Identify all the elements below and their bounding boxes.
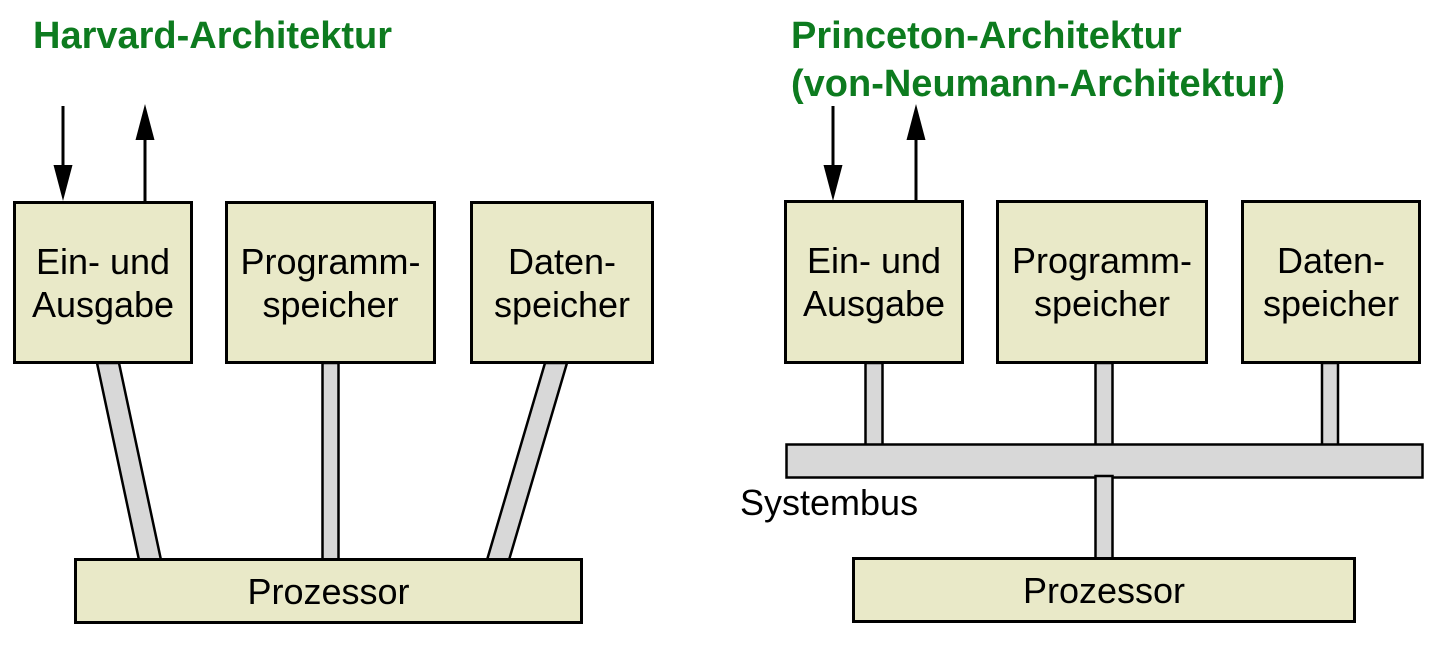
- harvard-box-data-label-line2: speicher: [493, 283, 631, 325]
- harvard-bus-data-processor: [485, 361, 569, 562]
- princeton-bus-systembus-processor: [1094, 474, 1114, 561]
- princeton-bus-program-systembus: [1094, 361, 1114, 448]
- harvard-box-io-label-line2: Ausgabe: [31, 283, 175, 325]
- princeton-box-data-label-line1: Daten-: [1276, 240, 1386, 281]
- princeton-bus-io-systembus: [864, 361, 884, 448]
- princeton-title: Princeton-Architektur (von-Neumann-Archi…: [791, 12, 1285, 108]
- princeton-box-io-label-line2: Ausgabe: [802, 283, 946, 324]
- harvard-processor-box: Prozessor: [74, 558, 583, 624]
- princeton-processor-box: Prozessor: [852, 557, 1356, 623]
- harvard-bus-io-processor: [95, 361, 163, 562]
- harvard-box-io: Ein- und Ausgabe: [13, 201, 193, 364]
- io-arrows: [53, 104, 926, 201]
- harvard-processor-label: Prozessor: [247, 570, 410, 612]
- princeton-bus-data-systembus: [1320, 361, 1340, 448]
- princeton-title-line2: (von-Neumann-Architektur): [791, 63, 1286, 105]
- harvard-box-data-label-line1: Daten-: [507, 240, 617, 282]
- princeton-title-line1: Princeton-Architektur: [791, 15, 1182, 57]
- harvard-output-arrow-head: [135, 104, 155, 140]
- harvard-box-data-memory: Daten- speicher: [470, 201, 654, 364]
- systembus-label: Systembus: [740, 482, 919, 523]
- harvard-box-io-label-line1: Ein- und: [35, 240, 171, 282]
- princeton-buses: [785, 361, 1424, 561]
- princeton-box-program-label-line2: speicher: [1033, 283, 1171, 324]
- princeton-box-program-label-line1: Programm-: [1011, 240, 1193, 281]
- harvard-box-program-label-line1: Programm-: [240, 240, 421, 282]
- princeton-box-data-memory: Daten- speicher: [1241, 200, 1421, 364]
- princeton-input-arrow-head: [823, 165, 843, 201]
- systembus-bar: [785, 443, 1424, 479]
- princeton-box-io-label-line1: Ein- und: [806, 240, 942, 281]
- harvard-box-program-memory: Programm- speicher: [225, 201, 436, 364]
- harvard-input-arrow-head: [53, 165, 73, 201]
- princeton-box-program-memory: Programm- speicher: [996, 200, 1208, 364]
- harvard-box-program-label-line2: speicher: [262, 283, 399, 325]
- harvard-buses: [95, 361, 569, 562]
- princeton-box-data-label-line2: speicher: [1262, 283, 1400, 324]
- harvard-title: Harvard-Architektur: [33, 15, 392, 57]
- princeton-output-arrow-head: [906, 104, 926, 140]
- princeton-processor-label: Prozessor: [1022, 569, 1186, 611]
- harvard-bus-program-processor: [321, 361, 340, 562]
- princeton-box-io: Ein- und Ausgabe: [784, 200, 964, 364]
